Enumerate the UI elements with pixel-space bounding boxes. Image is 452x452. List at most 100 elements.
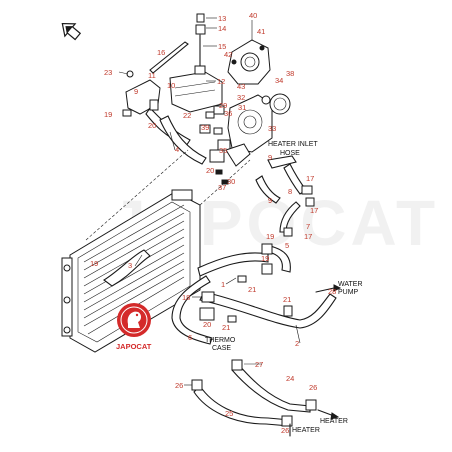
front-direction-arrow-icon — [61, 22, 82, 41]
callout-4: 4 — [175, 145, 179, 154]
callout-41: 41 — [257, 27, 265, 36]
callout-30: 30 — [227, 177, 235, 186]
guide-line-b — [199, 159, 251, 206]
callout-group: 13 14 15 16 40 41 42 23 11 10 12 43 38 3… — [90, 11, 336, 435]
callout-43: 43 — [237, 82, 245, 91]
pipe-1 — [197, 252, 269, 277]
callout-39: 39 — [201, 123, 209, 132]
callout-38: 38 — [286, 69, 294, 78]
callout-23: 23 — [104, 68, 112, 77]
water-pipe-2 — [199, 291, 337, 329]
callout-6: 6 — [188, 333, 192, 342]
callout-35: 35 — [219, 146, 227, 155]
callout-20-bottom: 20 — [203, 320, 211, 329]
callout-26-right: 26 — [309, 383, 317, 392]
logo-text: JAPOCAT — [116, 342, 152, 351]
callout-3: 3 — [128, 261, 132, 270]
clamp-26b — [305, 399, 317, 411]
callout-19-left: 19 — [90, 259, 98, 268]
callout-11: 11 — [148, 71, 156, 80]
heater-hose-24 — [231, 363, 311, 413]
callout-17-a: 17 — [306, 174, 314, 183]
callout-16: 16 — [157, 48, 165, 57]
callout-14: 14 — [218, 24, 226, 33]
clamp-17a — [301, 185, 313, 195]
heater-inlet-hose — [267, 155, 297, 169]
callout-21-bottom: 21 — [222, 323, 230, 332]
clamp-19c — [261, 263, 273, 275]
callout-19-upper: 19 — [266, 232, 274, 241]
callout-17-b: 17 — [310, 206, 318, 215]
callout-26-left: 26 — [175, 381, 183, 390]
upper-hose-4 — [159, 115, 207, 165]
callout-7: 7 — [306, 222, 310, 231]
water-pump-arrow-icon — [315, 284, 342, 293]
fitting-20 — [199, 307, 215, 321]
hose-9-lower — [279, 201, 301, 233]
clamp-21b — [283, 305, 293, 317]
clamp-19b — [261, 243, 273, 255]
callout-28: 28 — [328, 287, 336, 296]
callout-10: 10 — [167, 81, 175, 90]
hose-5 — [267, 245, 291, 273]
callout-37: 37 — [218, 183, 226, 192]
heater-hose-25 — [193, 385, 291, 427]
callout-1: 1 — [221, 280, 225, 289]
callout-25: 25 — [225, 409, 233, 418]
water-outlet-housing — [227, 39, 271, 85]
label-heater-bottom: HEATER — [292, 427, 320, 434]
callout-26-bottom: 26 — [281, 426, 289, 435]
clamp-26c — [281, 415, 293, 427]
heater-right-arrow-icon — [317, 409, 340, 420]
hose-6 — [171, 275, 213, 345]
callout-9-heater: 9 — [268, 153, 272, 162]
callout-9-top: 9 — [134, 87, 138, 96]
callout-18: 18 — [182, 293, 190, 302]
reservoir-tank — [169, 13, 223, 113]
clamp-27 — [231, 359, 243, 371]
callout-2: 2 — [295, 339, 299, 348]
label-water-pump-1: WATER — [338, 281, 363, 288]
overflow-hose-16 — [149, 41, 189, 74]
label-heater-right: HEATER — [320, 418, 348, 425]
callout-20-mid: 20 — [206, 166, 214, 175]
callout-19-mid: 19 — [261, 254, 269, 263]
callout-40: 40 — [249, 11, 257, 20]
label-heater-inlet-2: HOSE — [280, 150, 300, 157]
callout-12: 12 — [217, 77, 225, 86]
bolt-21a — [237, 275, 247, 283]
callout-20-top: 20 — [148, 121, 156, 130]
callout-36: 36 — [224, 109, 232, 118]
callout-32: 32 — [237, 93, 245, 102]
label-thermo-2: CASE — [212, 345, 231, 352]
fitting-18 — [201, 291, 215, 303]
hose-9-upper — [255, 175, 281, 204]
callout-9-right: 9 — [268, 196, 272, 205]
callout-19-top: 19 — [104, 110, 112, 119]
clamp-26a — [191, 379, 203, 391]
label-water-pump-2: PUMP — [338, 289, 359, 296]
callout-33: 33 — [268, 124, 276, 133]
callout-42: 42 — [224, 50, 232, 59]
radiator-hose-3 — [103, 249, 151, 287]
fitting-cluster — [199, 105, 251, 185]
callout-22: 22 — [183, 111, 191, 120]
japocat-logo-icon — [117, 303, 151, 337]
callout-29: 29 — [219, 101, 227, 110]
clamp-17c — [283, 227, 293, 237]
callout-31: 31 — [238, 103, 246, 112]
guide-line-a — [85, 149, 189, 241]
callout-27: 27 — [255, 360, 263, 369]
leader-lines — [118, 17, 301, 386]
callout-5: 5 — [285, 241, 289, 250]
water-pump-housing — [227, 93, 291, 153]
callout-17-c: 17 — [304, 232, 312, 241]
label-thermo-1: THERMO — [205, 337, 236, 344]
callout-24: 24 — [286, 374, 294, 383]
callout-21-right: 21 — [283, 295, 291, 304]
callout-15: 15 — [218, 42, 226, 51]
hose-8 — [283, 163, 307, 195]
bolt-21c — [227, 315, 237, 323]
label-heater-inlet-1: HEATER INLET — [268, 141, 318, 148]
